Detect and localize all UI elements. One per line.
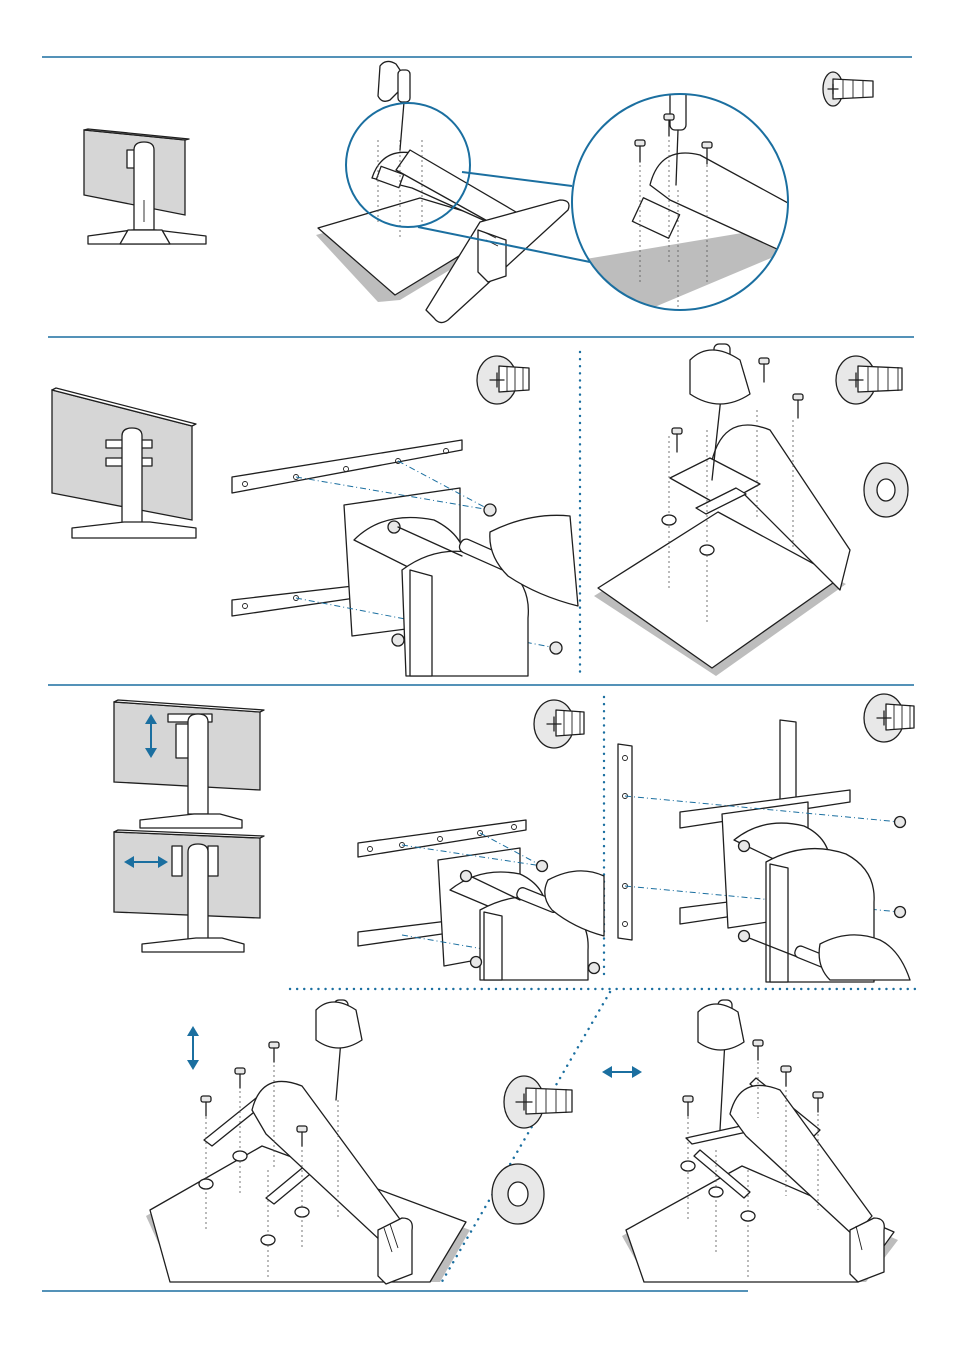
short-screw-icon — [823, 72, 873, 106]
step3b-screw-c — [739, 841, 750, 852]
step3-screw-a — [537, 861, 548, 872]
stand-screw-3 — [793, 394, 803, 418]
step4b-screw-3 — [781, 1066, 791, 1086]
phillips-screw-icon — [504, 1076, 572, 1128]
zoom-detail-circle — [570, 90, 810, 330]
horizontal-arrow-icon-step4 — [602, 1066, 642, 1078]
step4-screw-3 — [269, 1042, 279, 1062]
step2-screw-bottom-right — [550, 642, 562, 654]
step3-screw-d — [461, 871, 472, 882]
step2-screw-left-bottom — [392, 634, 404, 646]
adapter-plate-landscape — [358, 820, 604, 980]
monitor-with-bracket — [52, 388, 196, 538]
stand-screw-2 — [759, 358, 769, 382]
stand-screw-1 — [672, 428, 682, 452]
screw-and-washer-icons — [492, 1076, 572, 1224]
step3b-screw-a — [895, 817, 906, 828]
step4-screw-1 — [201, 1096, 211, 1116]
step2-screw-top-right — [484, 504, 496, 516]
step4-screw-2 — [235, 1068, 245, 1088]
large-screw-icon-step3 — [534, 700, 584, 748]
stand-reattach — [594, 344, 850, 676]
step3-screw-c — [471, 957, 482, 968]
screwdriver-icon — [378, 61, 410, 150]
monitor-horizontal-adjust — [114, 830, 264, 952]
monitor-rear-view — [84, 129, 206, 244]
washer-icon-step4 — [492, 1164, 544, 1224]
adapter-plate-portrait — [618, 720, 910, 982]
vertical-mount — [146, 1000, 470, 1284]
large-screw-icon-step2 — [477, 356, 529, 404]
step3b-screw-d — [739, 931, 750, 942]
large-screw-icon-step2b — [836, 356, 902, 404]
step3b-screw-b — [895, 907, 906, 918]
dotted-divider-diagonal — [440, 992, 610, 1285]
step3-screw-b — [589, 963, 600, 974]
zoom-connector-line — [462, 172, 572, 186]
large-screw-icon-step3b — [864, 694, 914, 742]
monitor-vertical-adjust — [114, 700, 264, 828]
washer-icon — [864, 463, 908, 517]
vertical-arrow-icon-step4 — [187, 1026, 199, 1070]
step4b-screw-4 — [813, 1092, 823, 1112]
step4b-screw-1 — [683, 1096, 693, 1116]
step4b-screw-2 — [753, 1040, 763, 1060]
